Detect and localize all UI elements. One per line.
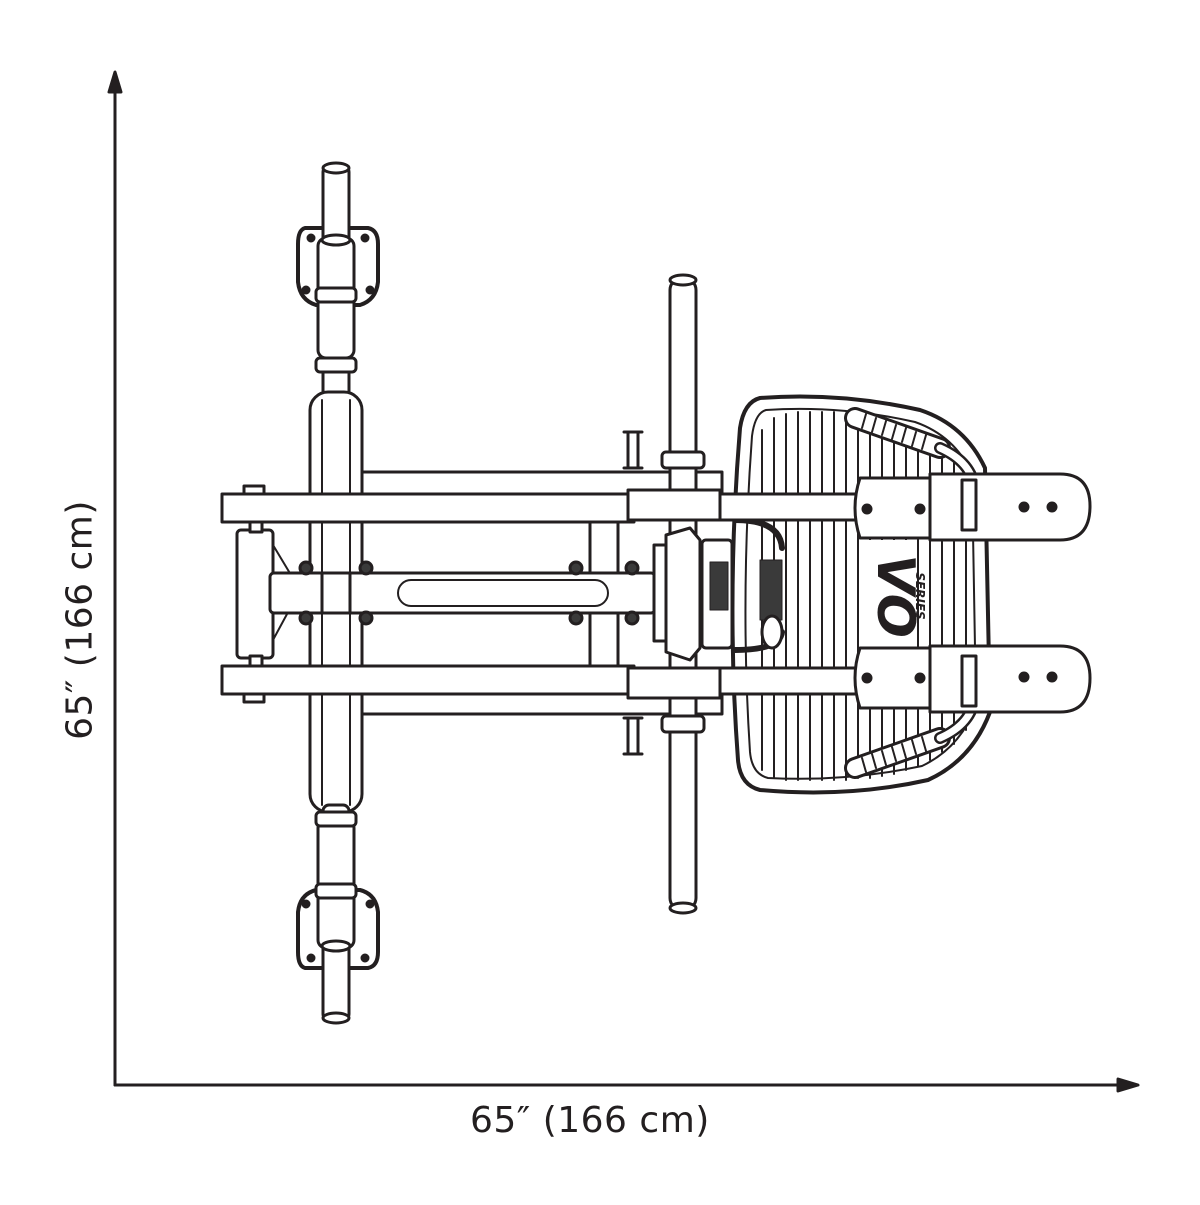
top-post-cap (321, 161, 351, 175)
platform-logo: VO SERIES (865, 554, 927, 638)
vertical-arrow-head (107, 70, 123, 94)
height-dimension-label: 65″ (166 cm) (59, 500, 101, 740)
upper-carriage-arm (220, 472, 1092, 542)
horizontal-arrow-head (1116, 1077, 1140, 1093)
width-dimension-label: 65″ (166 cm) (470, 1100, 710, 1141)
connector-block (759, 559, 783, 621)
platform-logo-sub: SERIES (913, 572, 927, 619)
left-roller (235, 528, 275, 660)
lower-carriage-arm (220, 644, 1092, 714)
center-carriage (235, 517, 785, 668)
bottom-post-cap (321, 1011, 351, 1025)
dimension-axes (107, 70, 1140, 1093)
lower-foot-pad-clip (960, 654, 978, 708)
upper-foot-pad-clip (960, 478, 978, 532)
platform-logo-mark: VO (865, 554, 925, 638)
